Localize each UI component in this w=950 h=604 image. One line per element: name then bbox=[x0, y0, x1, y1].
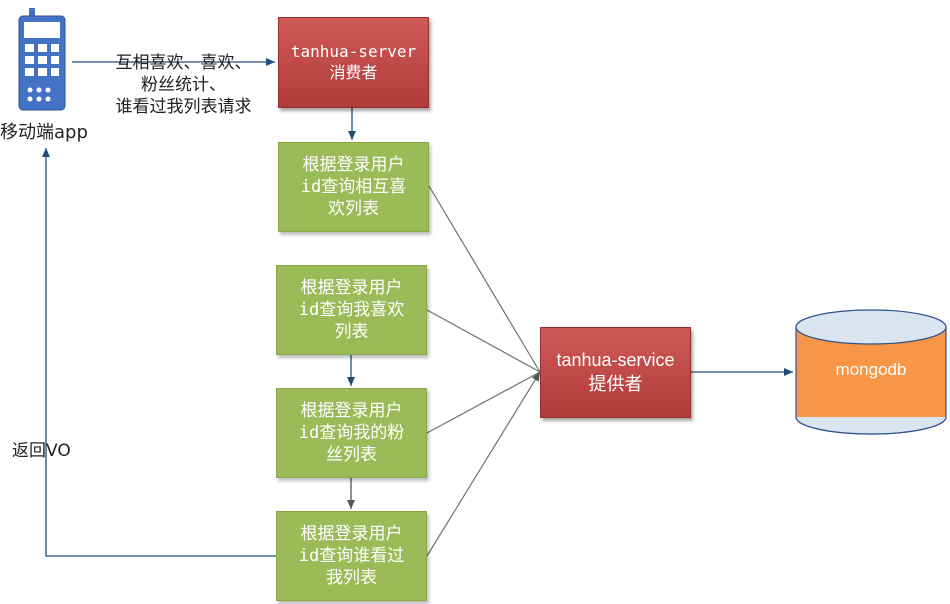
return-arrow bbox=[42, 148, 276, 557]
service-role: 提供者 bbox=[588, 373, 643, 394]
task-line: 我列表 bbox=[326, 568, 377, 589]
request-label-line3: 谁看过我列表请求 bbox=[115, 97, 252, 118]
task-line: id查询相互喜 bbox=[300, 176, 407, 197]
server-box: tanhua-server 消费者 bbox=[278, 17, 429, 108]
task1-to-service-line bbox=[428, 185, 541, 373]
task-line: 丝列表 bbox=[326, 445, 377, 466]
task-box-mutual-likes: 根据登录用户 id查询相互喜 欢列表 bbox=[278, 142, 429, 232]
task-line: 列表 bbox=[334, 322, 369, 343]
mobile-app-label: 移动端app bbox=[0, 122, 88, 143]
task-line: 根据登录用户 bbox=[300, 277, 403, 298]
task-line: 欢列表 bbox=[328, 199, 379, 220]
mobile-phone-icon bbox=[18, 8, 66, 111]
server-name: tanhua-server bbox=[290, 41, 417, 61]
service-name: tanhua-service bbox=[556, 350, 675, 371]
database-cylinder-icon bbox=[795, 309, 947, 435]
request-label-line1: 互相喜欢、喜欢、 bbox=[115, 53, 252, 73]
service-box: tanhua-service 提供者 bbox=[540, 327, 691, 418]
request-label: 互相喜欢、喜欢、 粉丝统计、 谁看过我列表请求 bbox=[96, 52, 271, 118]
task4-to-service-line bbox=[426, 371, 541, 557]
task-line: id查询我喜欢 bbox=[298, 299, 405, 320]
task-line: id查询我的粉 bbox=[298, 422, 405, 443]
task-line: id查询谁看过 bbox=[298, 545, 405, 566]
database-label: mongodb bbox=[835, 360, 907, 379]
task-line: 根据登录用户 bbox=[300, 400, 403, 421]
server-role: 消费者 bbox=[329, 62, 378, 82]
task3-to-service-line bbox=[426, 371, 541, 434]
task-line: 根据登录用户 bbox=[300, 523, 403, 544]
task-line: 根据登录用户 bbox=[302, 154, 405, 175]
request-label-line2: 粉丝统计、 bbox=[141, 75, 226, 96]
task-box-my-likes: 根据登录用户 id查询我喜欢 列表 bbox=[276, 265, 427, 355]
task2-to-service-line bbox=[426, 309, 541, 373]
task-box-who-viewed-me: 根据登录用户 id查询谁看过 我列表 bbox=[276, 511, 427, 601]
task-box-my-fans: 根据登录用户 id查询我的粉 丝列表 bbox=[276, 388, 427, 478]
return-label: 返回VO bbox=[12, 441, 71, 461]
